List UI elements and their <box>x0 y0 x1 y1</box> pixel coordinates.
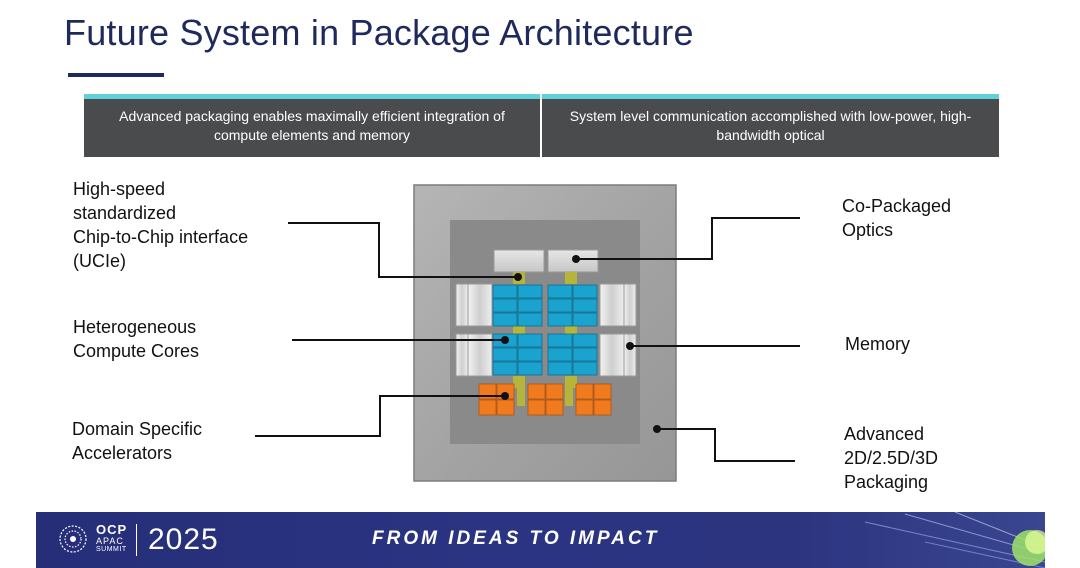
compute-core-tile <box>547 347 573 362</box>
accelerator-tile <box>545 383 564 400</box>
banner-packaging: Advanced packaging enables maximally eff… <box>84 94 540 157</box>
accelerator-tile <box>527 399 546 416</box>
footer-brand: OCP <box>96 522 128 537</box>
ucie-bridge <box>565 376 577 388</box>
accelerator-tile <box>575 383 594 400</box>
accelerator-tile <box>527 383 546 400</box>
compute-core-tile <box>547 284 573 299</box>
compute-core-tile <box>547 333 573 348</box>
ucie-bridge <box>517 388 525 406</box>
compute-core-tile <box>517 333 543 348</box>
leader-dot <box>501 392 509 400</box>
leader-ucie <box>288 222 518 278</box>
memory-stack <box>623 283 637 327</box>
label-memory: Memory <box>845 334 911 354</box>
ucie-bridge <box>565 388 573 406</box>
compute-core-tile <box>572 347 598 362</box>
compute-core-tile <box>492 312 518 327</box>
compute-core-tile <box>517 298 543 313</box>
memory-stack <box>455 283 469 327</box>
accelerator-tile <box>593 399 612 416</box>
ocp-logo-icon <box>59 525 87 553</box>
accelerator-tile <box>478 399 497 416</box>
accelerator-tile <box>575 399 594 416</box>
compute-core-tile <box>517 361 543 376</box>
label-compute-cores: Heterogeneous Compute Cores <box>73 317 200 361</box>
compute-core-tile <box>492 298 518 313</box>
leader-dot <box>514 273 522 281</box>
compute-core-tile <box>547 361 573 376</box>
banner-optical-text: System level communication accomplished … <box>569 108 972 143</box>
compute-core-tile <box>492 284 518 299</box>
footer-year: 2025 <box>148 523 219 556</box>
compute-cores-group <box>492 284 598 376</box>
ucie-bridge <box>513 376 525 388</box>
label-co-packaged-optics: Co-Packaged Optics <box>842 196 952 240</box>
leader-dot <box>626 342 634 350</box>
leader-dot <box>572 255 580 263</box>
optics-module-left <box>493 249 545 273</box>
ucie-bridge <box>513 324 525 336</box>
accelerator-tile <box>545 399 564 416</box>
leader-dot <box>653 425 661 433</box>
footer-tagline: FROM IDEAS TO IMPACT <box>372 528 660 549</box>
leader-packaging <box>657 428 795 462</box>
accelerator-tile <box>496 399 515 416</box>
label-advanced-packaging: Advanced 2D/2.5D/3D Packaging <box>844 424 939 492</box>
label-ucie: High-speed standardized Chip-to-Chip int… <box>73 179 249 271</box>
ucie-bridge <box>565 324 577 336</box>
footer-region: APAC <box>96 536 124 546</box>
compute-core-tile <box>547 312 573 327</box>
compute-core-tile <box>517 312 543 327</box>
compute-core-tile <box>517 347 543 362</box>
leader-accelerators <box>255 395 505 437</box>
banner-packaging-text: Advanced packaging enables maximally eff… <box>119 108 505 143</box>
compute-core-tile <box>492 347 518 362</box>
leader-optics <box>576 217 800 260</box>
decorative-streaks <box>864 512 1045 568</box>
footer-event: SUMMIT <box>96 546 127 553</box>
compute-core-tile <box>572 284 598 299</box>
compute-core-tile <box>547 298 573 313</box>
compute-core-tile <box>572 312 598 327</box>
package-diagram <box>255 184 800 482</box>
footer-banner: OCP APAC SUMMIT 2025 FROM IDEAS TO IMPAC… <box>36 512 1045 568</box>
footer-divider <box>136 524 137 556</box>
compute-core-tile <box>517 284 543 299</box>
leader-dot <box>501 336 509 344</box>
banner-optical: System level communication accomplished … <box>542 94 999 157</box>
ucie-bridge <box>565 272 577 284</box>
label-accelerators: Domain Specific Accelerators <box>72 419 203 463</box>
compute-core-tile <box>572 298 598 313</box>
memory-stack <box>623 333 637 377</box>
memory-stack <box>599 333 625 377</box>
compute-core-tile <box>572 361 598 376</box>
memory-stack <box>467 283 493 327</box>
memory-stack <box>599 283 625 327</box>
title-underline <box>68 73 164 77</box>
compute-core-tile <box>572 333 598 348</box>
accelerator-tile <box>593 383 612 400</box>
compute-core-tile <box>492 361 518 376</box>
page-title: Future System in Package Architecture <box>64 12 694 53</box>
